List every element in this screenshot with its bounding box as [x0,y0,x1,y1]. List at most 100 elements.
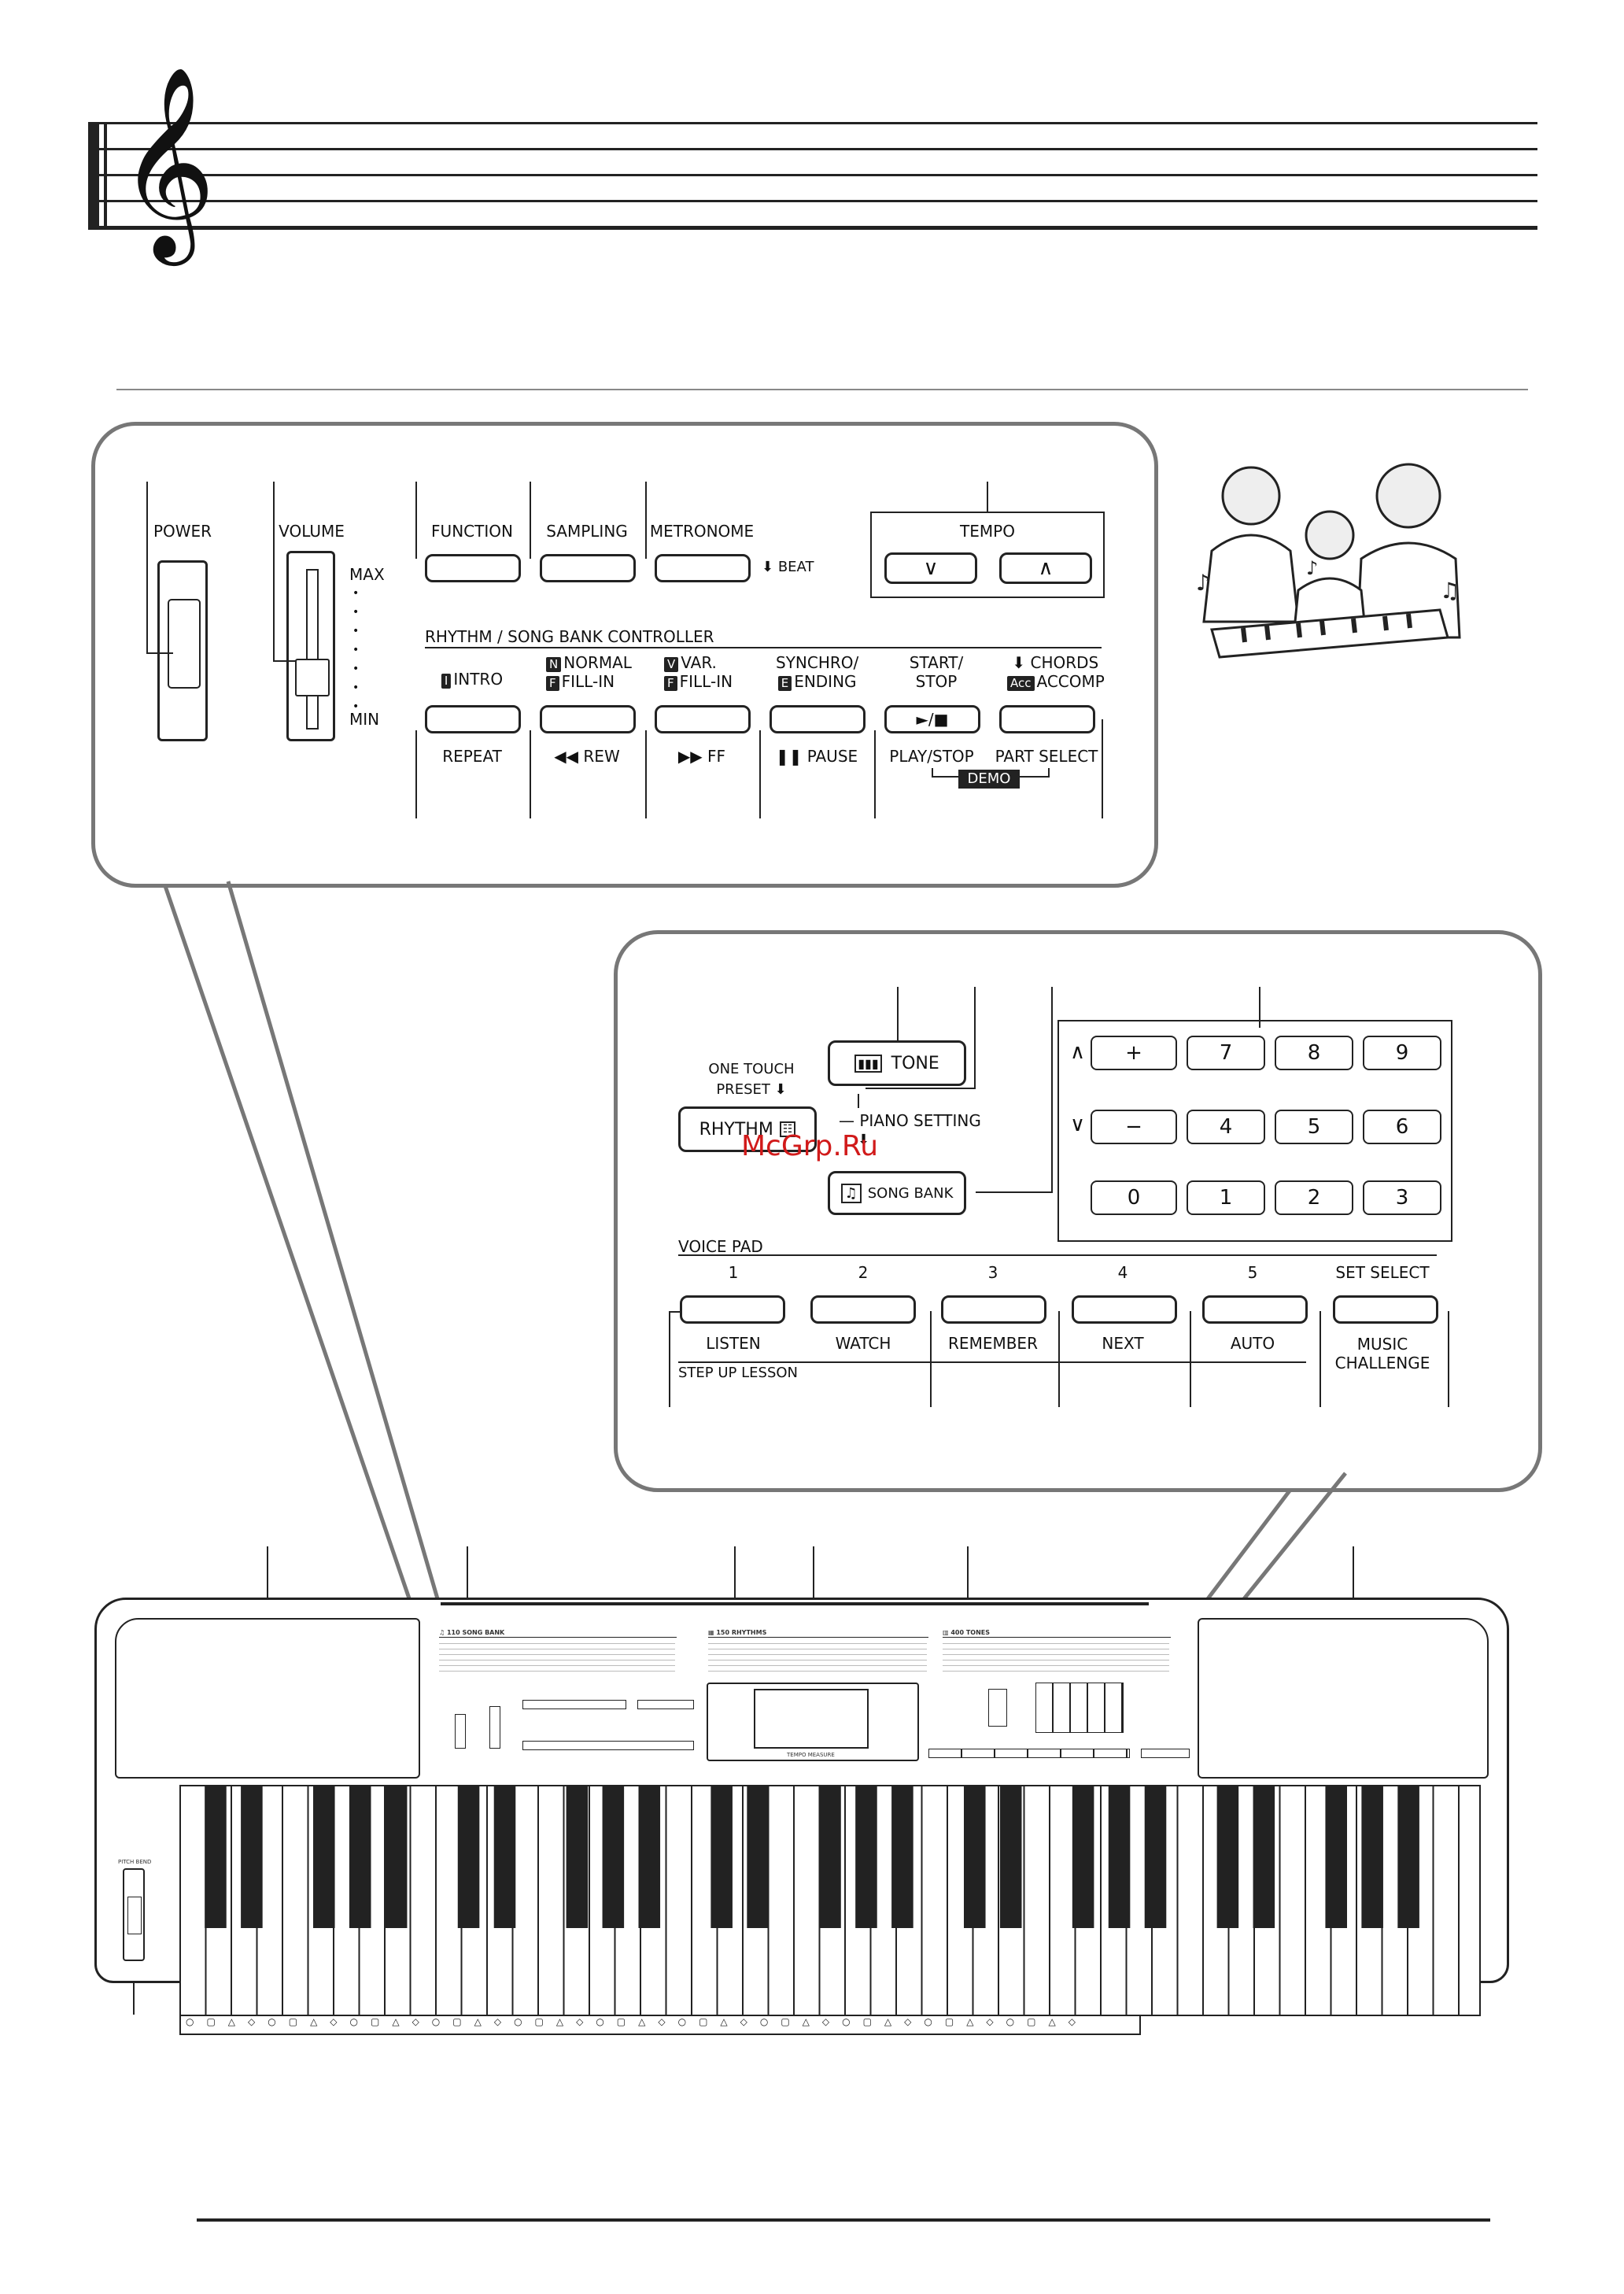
rhythm-button[interactable]: RHYTHM☷ [678,1106,817,1152]
function-label: FUNCTION [431,522,513,541]
black-key[interactable] [566,1785,589,1928]
sampling-button[interactable] [540,554,636,582]
down-arrow-label: ∨ [1070,1113,1086,1136]
child-head [1305,510,1355,560]
mini-button-row-bottom[interactable] [522,1741,694,1750]
black-key[interactable] [1325,1785,1348,1928]
step-up-lesson-label: STEP UP LESSON [678,1365,799,1381]
demo-badge: DEMO [958,770,1020,789]
voice-pad-label: VOICE PAD [678,1237,763,1256]
numpad-key-2[interactable]: 2 [1275,1180,1353,1215]
black-key[interactable] [602,1785,625,1928]
black-key[interactable] [819,1785,841,1928]
normal-fill-rew-button[interactable] [540,705,636,733]
voice-pad-3-button[interactable] [941,1295,1046,1324]
black-key[interactable] [457,1785,480,1928]
black-keys[interactable] [179,1785,1481,1928]
black-key[interactable] [999,1785,1022,1928]
mini-button-row-top[interactable] [522,1700,626,1709]
mini-numpad[interactable] [1035,1683,1124,1733]
black-key[interactable] [493,1785,516,1928]
panel-top-edge [441,1602,1149,1605]
black-key[interactable] [1361,1785,1383,1928]
family-illustration: ♪ ♫ ♪ [1196,463,1461,659]
staff-line [88,200,1537,202]
black-key[interactable] [638,1785,661,1928]
mini-voice-pads[interactable] [928,1749,1130,1758]
divider [116,389,1528,390]
play-stop-label: PLAY/STOP [889,747,974,766]
numpad-minus-key[interactable]: − [1091,1110,1177,1144]
tempo-down-button[interactable]: ∨ [884,552,977,584]
pad-number-4: 4 [1117,1263,1128,1282]
pad-number-5: 5 [1247,1263,1258,1282]
numpad-key-5[interactable]: 5 [1275,1110,1353,1144]
intro-repeat-button[interactable] [425,705,521,733]
black-key[interactable] [205,1785,227,1928]
var-fill-ff-button[interactable] [655,705,751,733]
pad-number-1: 1 [728,1263,739,1282]
voice-pad-4-button[interactable] [1072,1295,1177,1324]
numpad-key-3[interactable]: 3 [1363,1180,1441,1215]
mini-tempo-buttons[interactable] [637,1700,694,1709]
black-key[interactable] [349,1785,371,1928]
black-key[interactable] [385,1785,408,1928]
staff-header: 𝄞 [0,0,1624,390]
tone-button[interactable]: ▮▮▮TONE [828,1040,966,1086]
volume-slider[interactable] [286,551,335,741]
black-key[interactable] [891,1785,914,1928]
set-select-button[interactable] [1333,1295,1438,1324]
accomp-part-select-button[interactable] [999,705,1095,733]
black-key[interactable] [1108,1785,1131,1928]
next-label: NEXT [1102,1334,1144,1353]
pad-number-2: 2 [858,1263,869,1282]
mini-tone-song-buttons[interactable] [988,1689,1007,1727]
voice-pad-5-button[interactable] [1202,1295,1308,1324]
black-key[interactable] [241,1785,263,1928]
mini-volume-slider[interactable] [489,1706,500,1749]
metronome-button[interactable] [655,554,751,582]
numpad-key-8[interactable]: 8 [1275,1036,1353,1070]
synchro-ending-pause-button[interactable] [770,705,866,733]
sampling-label: SAMPLING [546,522,628,541]
numpad-plus-key[interactable]: + [1091,1036,1177,1070]
black-key[interactable] [312,1785,335,1928]
black-key[interactable] [963,1785,986,1928]
power-switch[interactable] [157,560,208,741]
music-note-icon: ♫ [840,1183,862,1203]
black-key[interactable] [747,1785,769,1928]
mini-power-switch[interactable] [455,1714,466,1749]
black-key[interactable] [855,1785,877,1928]
piano-setting-label: — PIANO SETTING [839,1111,981,1130]
volume-max-label: MAX [349,565,385,584]
staff-line [88,148,1537,150]
volume-knob[interactable] [295,659,330,696]
black-key[interactable] [710,1785,733,1928]
black-key[interactable] [1072,1785,1094,1928]
black-key[interactable] [1144,1785,1167,1928]
numpad-key-6[interactable]: 6 [1363,1110,1441,1144]
beat-label: ⬇ BEAT [762,559,814,575]
numpad-key-9[interactable]: 9 [1363,1036,1441,1070]
song-bank-button[interactable]: ♫SONG BANK [828,1171,966,1215]
tones-list-title: ▥ 400 TONES [943,1629,991,1636]
footer-rule [197,2218,1490,2222]
rhythm-controller-label: RHYTHM / SONG BANK CONTROLLER [425,627,714,646]
key-legend-strip [179,2015,1141,2035]
tempo-up-button[interactable]: ∧ [999,552,1092,584]
numpad-key-1[interactable]: 1 [1187,1180,1265,1215]
pitch-bend-wheel[interactable] [123,1868,145,1961]
function-button[interactable] [425,554,521,582]
black-key[interactable] [1216,1785,1239,1928]
watermark: McGrp.Ru [741,1130,879,1162]
numpad-key-7[interactable]: 7 [1187,1036,1265,1070]
start-stop-button[interactable]: ►/■ [884,705,980,733]
voice-pad-1-button[interactable] [680,1295,785,1324]
black-key[interactable] [1253,1785,1275,1928]
voice-pad-2-button[interactable] [810,1295,916,1324]
black-key[interactable] [1397,1785,1419,1928]
numpad-key-0[interactable]: 0 [1091,1180,1177,1215]
numpad-key-4[interactable]: 4 [1187,1110,1265,1144]
